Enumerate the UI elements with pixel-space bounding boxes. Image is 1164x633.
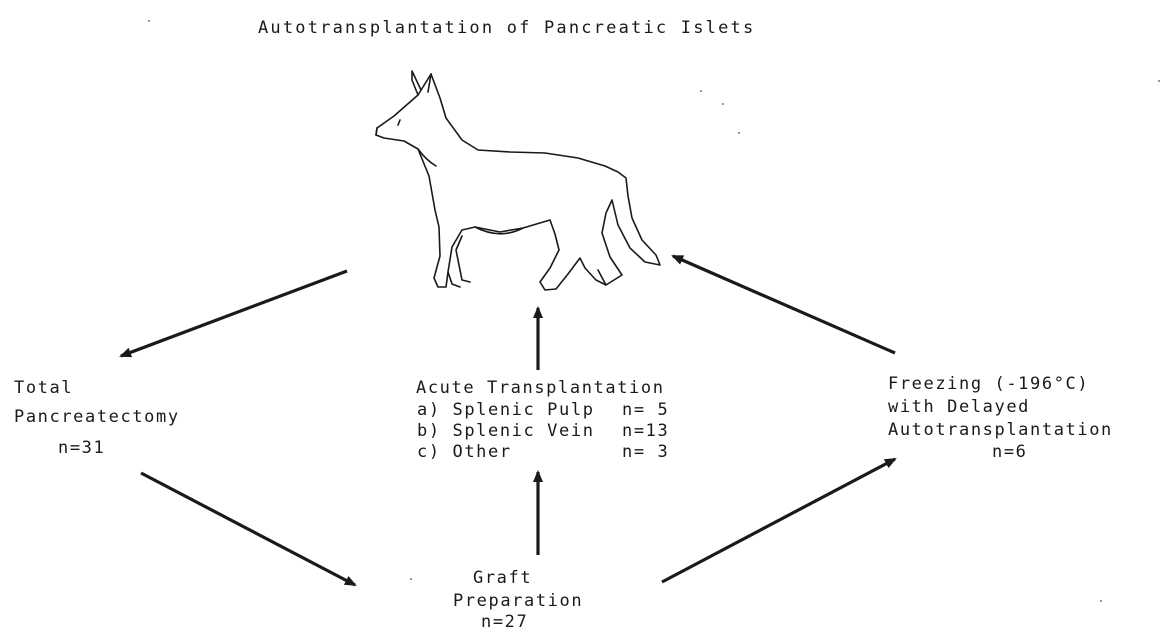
- arrow-dog-to-pancreatectomy: [121, 271, 347, 356]
- scan-speck: [1158, 80, 1160, 82]
- scan-speck: [1100, 600, 1102, 602]
- acute-row-a-label: a) Splenic Pulp: [417, 400, 595, 421]
- acute-row-a-count: n= 5: [622, 400, 669, 421]
- dog-illustration: [376, 71, 660, 290]
- freezing-line1: Freezing (-196°C): [888, 374, 1089, 395]
- scan-speck: [148, 20, 150, 22]
- freezing-count: n=6: [992, 442, 1028, 463]
- scan-speck: [722, 103, 724, 105]
- arrow-pancreatectomy-to-graft: [141, 473, 355, 585]
- graft-preparation-line2: Preparation: [453, 591, 583, 612]
- diagram-title: Autotransplantation of Pancreatic Islets: [258, 18, 755, 39]
- acute-row-c-count: n= 3: [622, 442, 669, 463]
- freezing-line3: Autotransplantation: [888, 420, 1113, 441]
- acute-transplantation-heading: Acute Transplantation: [416, 378, 665, 399]
- scan-speck: [700, 90, 702, 92]
- graft-preparation-count: n=27: [481, 612, 528, 633]
- acute-row-c-label: c) Other: [417, 442, 512, 463]
- total-pancreatectomy-count: n=31: [58, 438, 105, 459]
- graft-preparation-line1: Graft: [473, 568, 532, 589]
- total-pancreatectomy-line2: Pancreatectomy: [14, 407, 180, 428]
- scan-speck: [738, 132, 740, 134]
- scan-speck: [410, 578, 412, 580]
- arrow-graft-to-freezing: [662, 459, 895, 582]
- arrow-freezing-to-dog: [673, 256, 895, 353]
- acute-row-b-label: b) Splenic Vein: [417, 421, 595, 442]
- acute-row-b-count: n=13: [622, 421, 669, 442]
- total-pancreatectomy-line1: Total: [14, 378, 73, 399]
- freezing-line2: with Delayed: [888, 397, 1030, 418]
